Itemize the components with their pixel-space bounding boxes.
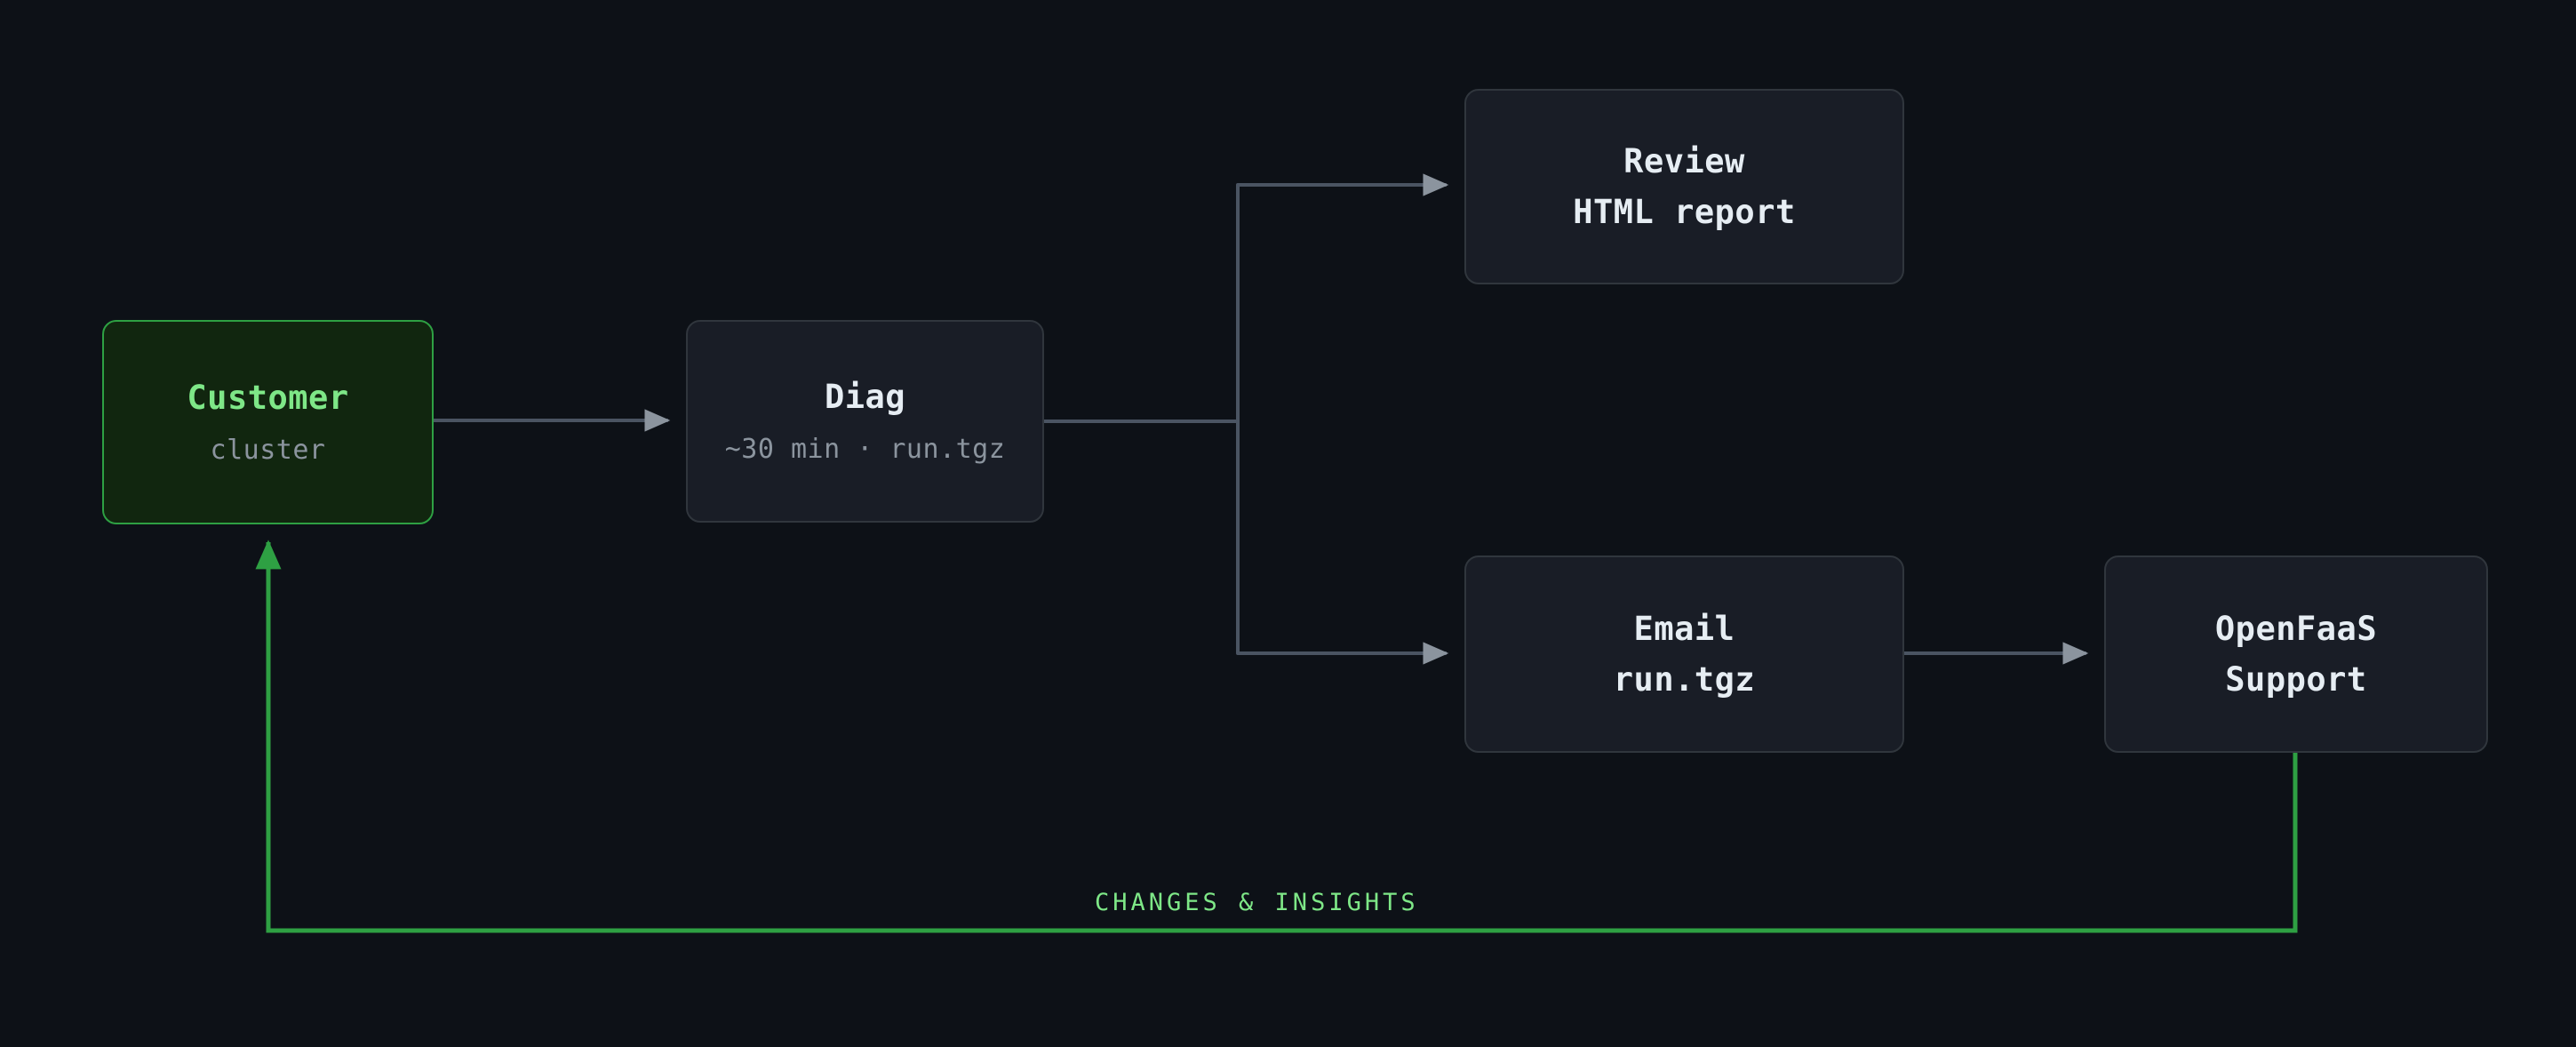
edge-diag-to-email: [1236, 421, 1449, 665]
node-customer[interactable]: Customer cluster: [102, 320, 434, 524]
edge-feedback-loop: [255, 539, 2298, 933]
node-review-title: Review: [1623, 142, 1745, 181]
node-diag-subtitle: ~30 min · run.tgz: [724, 433, 1006, 465]
node-email-title: Email: [1633, 610, 1735, 649]
node-customer-subtitle: cluster: [210, 434, 326, 466]
edge-diag-to-review: [1236, 173, 1449, 421]
node-diag-title: Diag: [824, 377, 906, 416]
node-openfaas-title: OpenFaaS: [2214, 610, 2378, 649]
node-customer-title: Customer: [187, 378, 349, 417]
edge-label-changes-and-insights: CHANGES & INSIGHTS: [1095, 889, 1419, 916]
node-email[interactable]: Email run.tgz: [1464, 555, 1904, 753]
node-diag[interactable]: Diag ~30 min · run.tgz: [686, 320, 1044, 523]
node-email-line2: run.tgz: [1613, 659, 1756, 699]
node-review[interactable]: Review HTML report: [1464, 89, 1904, 284]
node-review-line2: HTML report: [1573, 192, 1796, 231]
node-openfaas-line2: Support: [2225, 659, 2367, 699]
node-openfaas[interactable]: OpenFaaS Support: [2104, 555, 2488, 753]
